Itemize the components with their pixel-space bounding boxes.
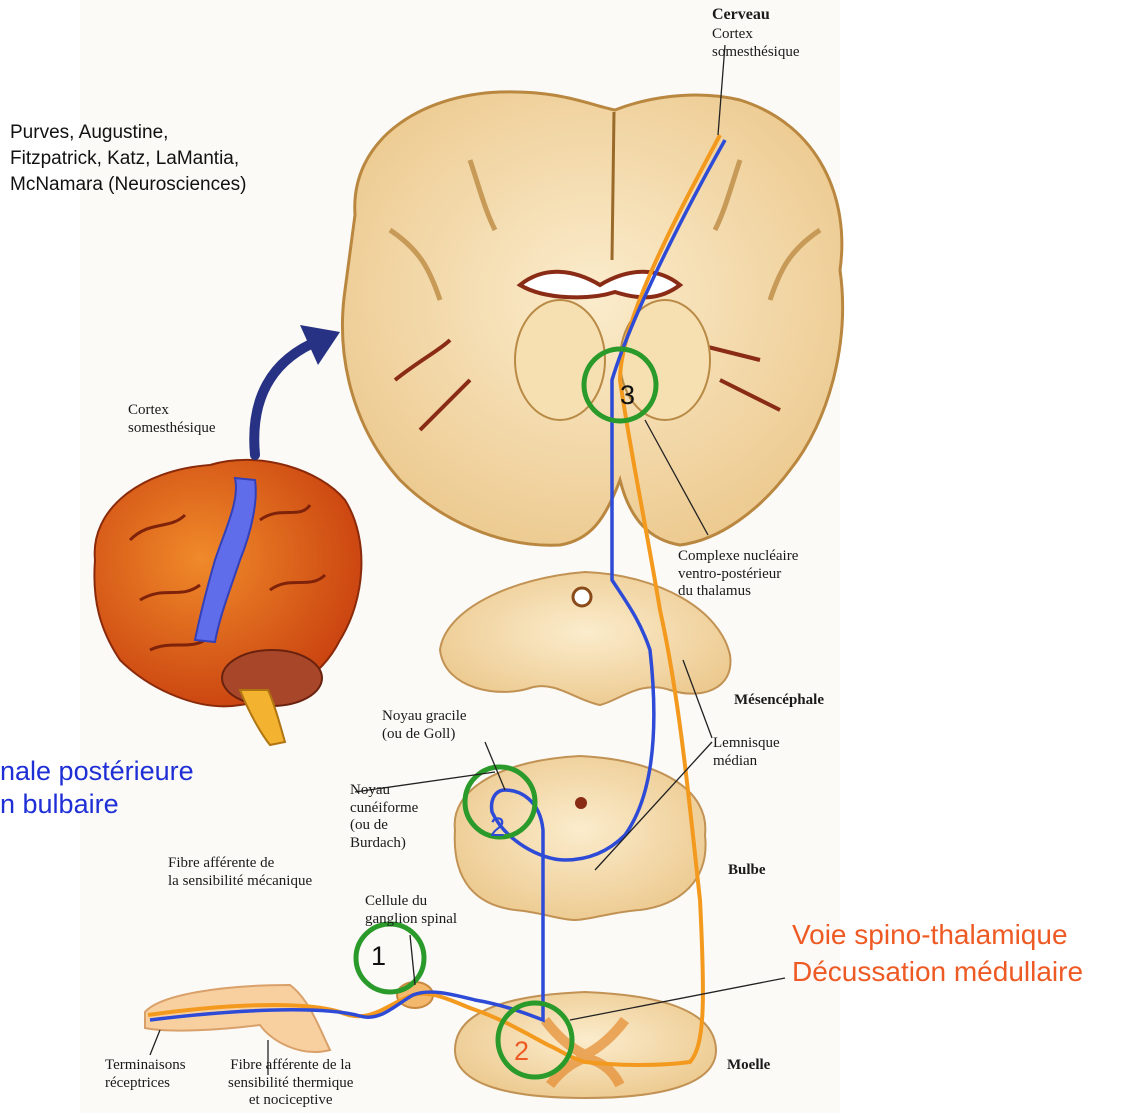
- label-cerveau: Cerveau: [712, 6, 770, 25]
- label-cortex-somesthesique-top: Cortex somesthésique: [712, 26, 800, 61]
- spinal-cord-section: [455, 992, 716, 1098]
- midline-fissure: [612, 112, 614, 260]
- spinal-cord-outline: [455, 992, 716, 1098]
- label-lemnisque: Lemnisque médian: [713, 735, 780, 770]
- label-noyau-gracile: Noyau gracile (ou de Goll): [382, 708, 467, 743]
- label-noyau-cuneiforme: Noyau cunéiforme (ou de Burdach): [350, 782, 418, 853]
- label-fibre-mecanique: Fibre afférente de la sensibilité mécani…: [168, 855, 312, 890]
- relay-number-2-bulbe: 2: [490, 814, 505, 841]
- central-canal-medulla: [575, 797, 587, 809]
- coronal-section: [342, 92, 842, 545]
- label-cellule-ganglion: Cellule du ganglion spinal: [365, 893, 457, 928]
- caption-blue-pathway: nale postérieure n bulbaire: [0, 755, 194, 821]
- relay-number-1: 1: [371, 943, 386, 970]
- relay-number-3: 3: [620, 382, 635, 409]
- label-bulbe: Bulbe: [728, 862, 766, 880]
- label-complexe-thalamus: Complexe nucléaire ventro-postérieur du …: [678, 548, 798, 601]
- caption-orange-pathway: Voie spino-thalamique Décussation médull…: [792, 917, 1083, 991]
- attribution: Purves, Augustine, Fitzpatrick, Katz, La…: [10, 120, 247, 199]
- label-mesencephale: Mésencéphale: [734, 692, 824, 710]
- label-moelle: Moelle: [727, 1057, 770, 1075]
- label-cortex-somesthesique-brain: Cortex somesthésique: [128, 402, 216, 437]
- aqueduct: [573, 588, 591, 606]
- relay-number-2-moelle: 2: [514, 1038, 529, 1065]
- label-fibre-thermique: Fibre afférente de la sensibilité thermi…: [228, 1057, 353, 1110]
- label-terminaisons: Terminaisons réceptrices: [105, 1057, 186, 1092]
